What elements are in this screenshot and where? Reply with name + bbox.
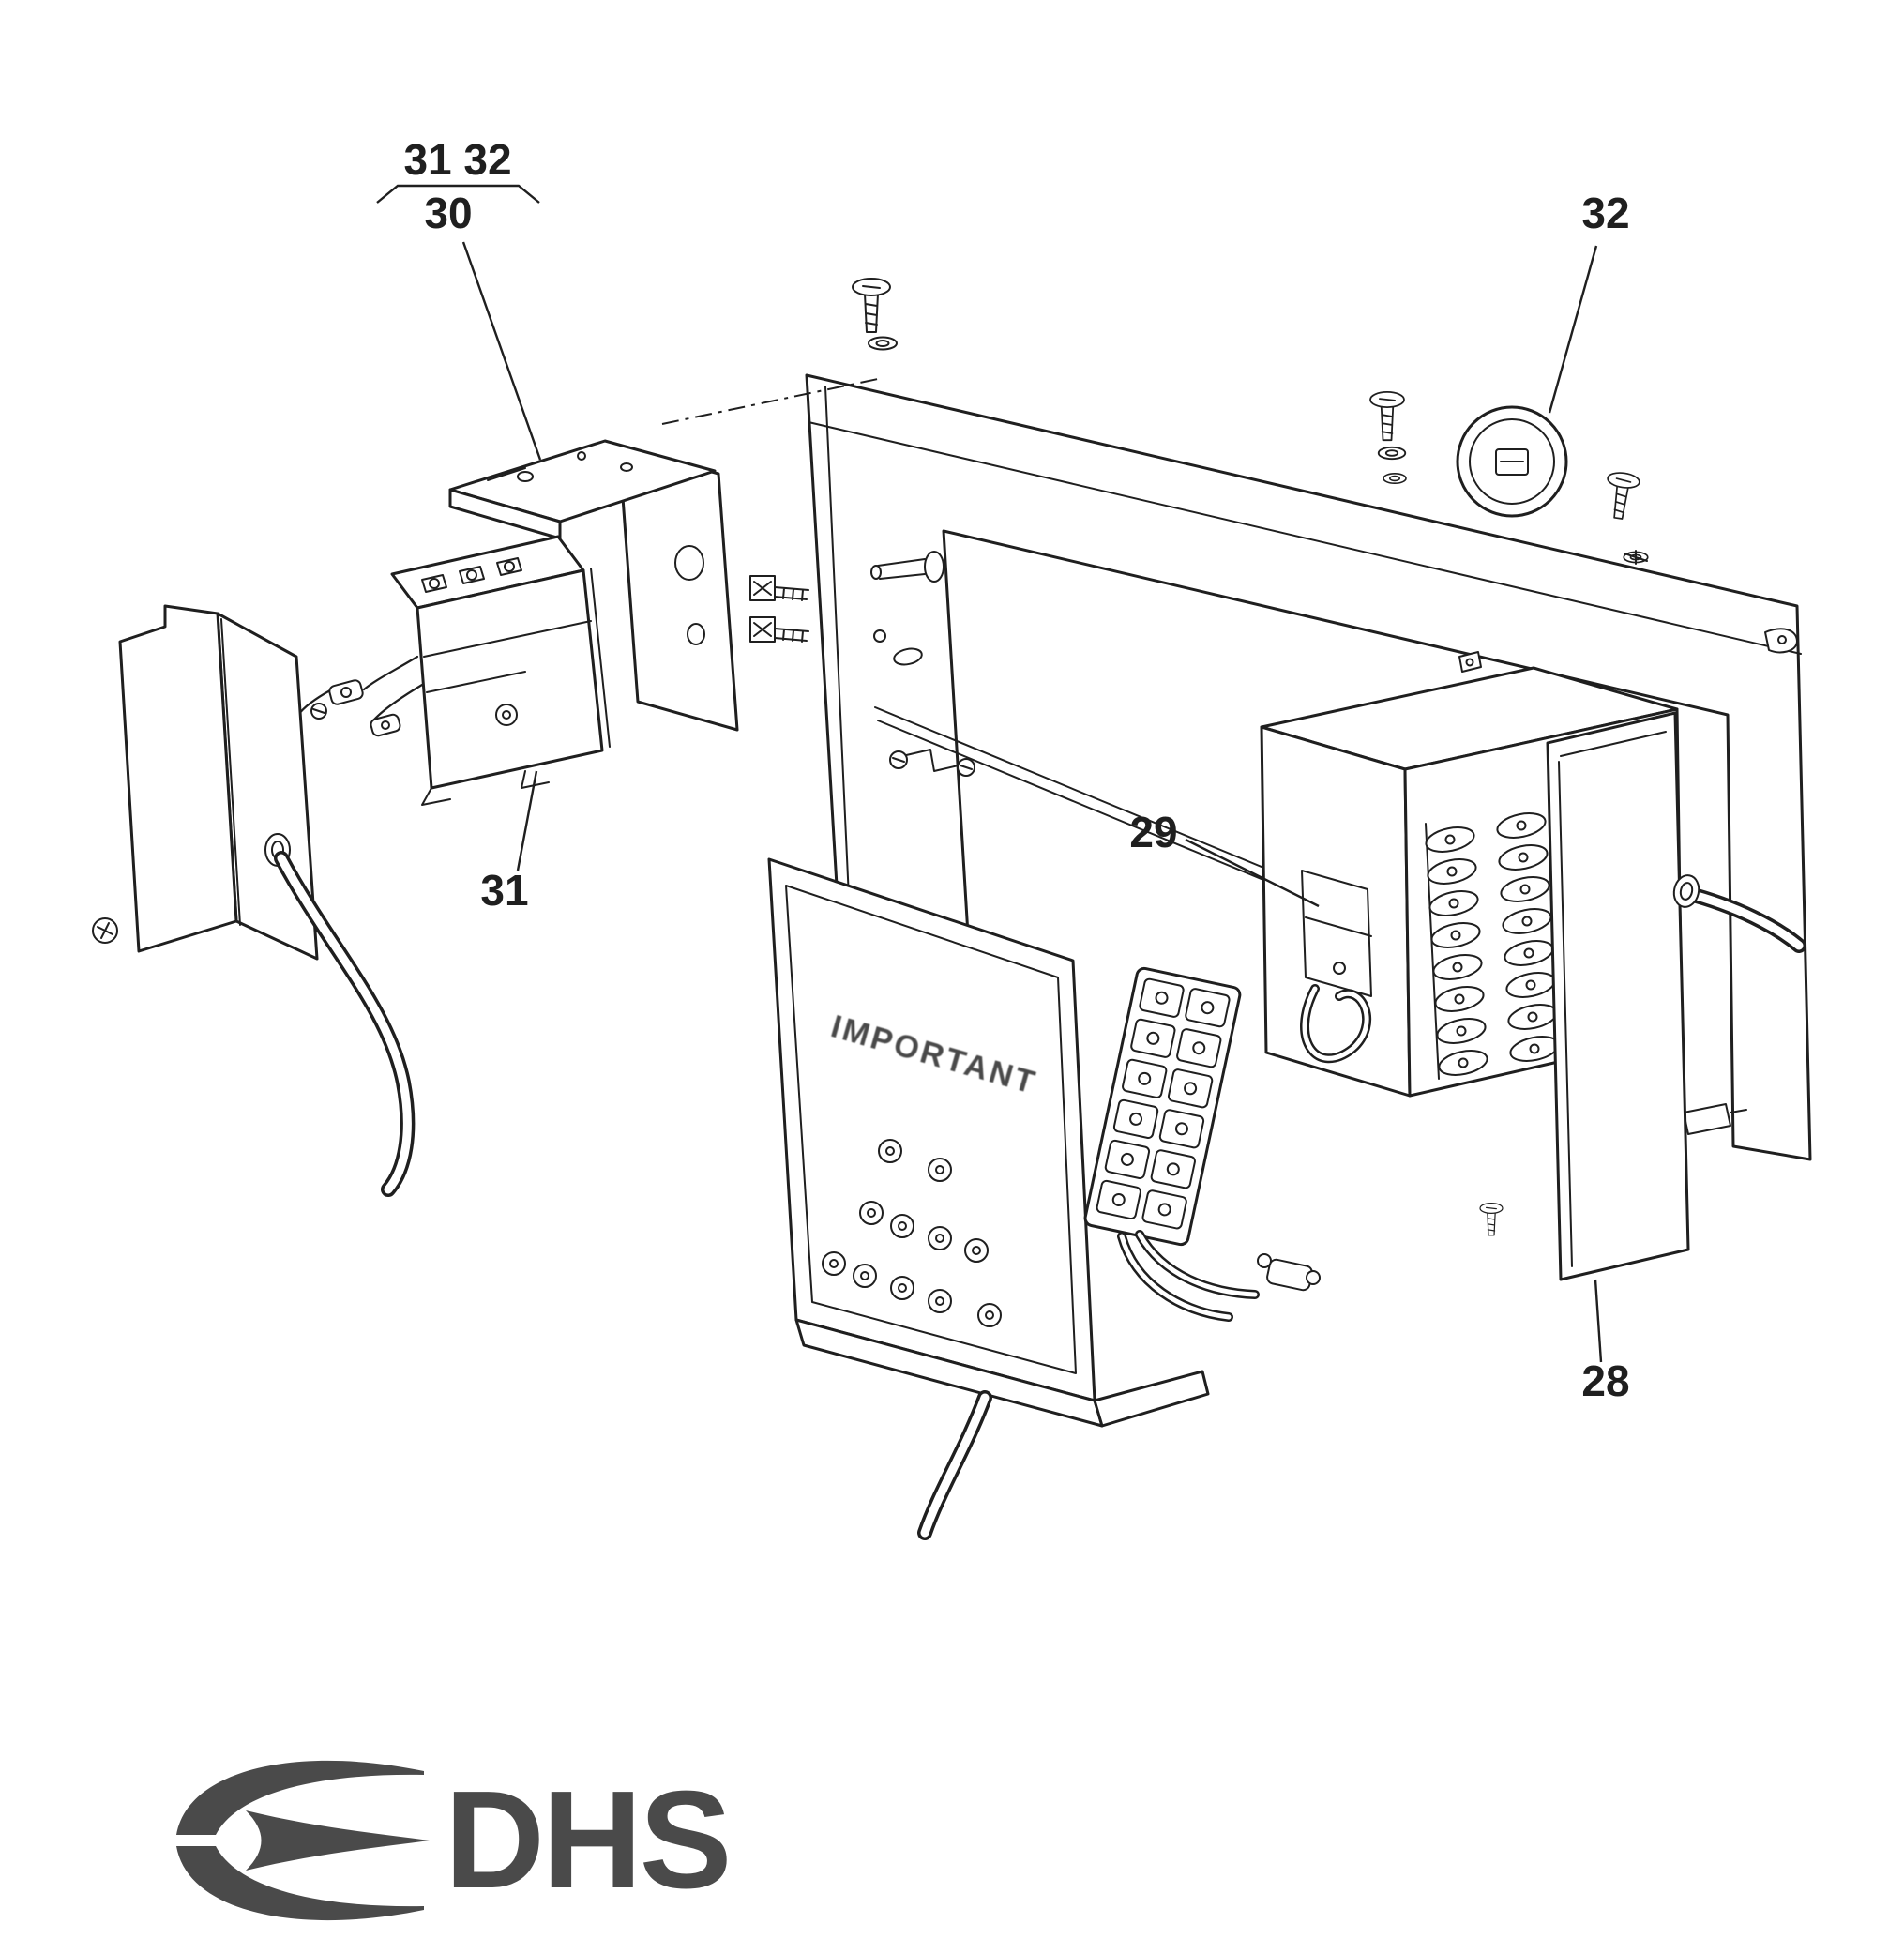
side-panel <box>92 604 319 961</box>
callout-29: 29 <box>1129 808 1177 856</box>
machine-screw <box>1601 470 1641 522</box>
lock-washer <box>1383 472 1407 485</box>
alignment-line <box>661 378 879 425</box>
panel-hole <box>873 629 886 643</box>
foot-cable <box>917 1390 992 1540</box>
machine-screw <box>852 278 891 333</box>
dhs-logo: DHS <box>176 1760 732 1921</box>
strip-wires <box>1117 1230 1260 1322</box>
wire-clips <box>310 679 401 737</box>
dhs-logo-mark <box>176 1846 424 1921</box>
terminal-cover-28 <box>1546 711 1690 1281</box>
hex-screw <box>749 616 809 643</box>
box-cable <box>1672 874 1806 953</box>
callout-32: 32 <box>1581 189 1629 237</box>
leader-29 <box>1185 838 1320 908</box>
rivet-pin <box>870 551 944 583</box>
panel-bottom-tab <box>1683 1103 1747 1135</box>
callout-31-32: 31 32 <box>403 135 511 184</box>
panel-slot-hole <box>893 647 923 666</box>
panel-hook-detail <box>1764 628 1798 654</box>
callout-bracket <box>376 184 540 204</box>
dhs-logo-text: DHS <box>445 1763 729 1917</box>
dhs-logo-mark <box>246 1810 430 1871</box>
power-cable <box>274 851 416 1197</box>
machine-screw <box>1369 390 1405 442</box>
leader-31 <box>516 770 538 871</box>
callout-31: 31 <box>480 866 528 915</box>
leader-32 <box>1548 245 1598 414</box>
screw-head <box>92 917 118 944</box>
thermostat-31 <box>296 535 611 806</box>
grommet-32 <box>1456 405 1568 518</box>
washer <box>868 336 898 351</box>
callouts: 31 32 30 32 29 31 28 <box>376 135 1630 1405</box>
box-nub <box>1458 651 1482 673</box>
washer <box>1377 446 1407 461</box>
leader-30 <box>461 241 542 461</box>
callout-28: 28 <box>1581 1356 1629 1405</box>
machine-screw <box>1479 1202 1504 1236</box>
clip-bracket <box>889 749 975 777</box>
leader-28 <box>1594 1279 1603 1363</box>
star-washer <box>1623 550 1649 565</box>
callout-30: 30 <box>424 189 472 237</box>
looped-wire <box>1300 984 1372 1064</box>
panel-base-foot <box>794 1318 1210 1428</box>
dhs-logo-mark <box>176 1760 424 1835</box>
thermostat-terminals <box>421 557 522 593</box>
hex-screw <box>749 575 809 601</box>
cable-clamp <box>1257 1253 1321 1292</box>
connector-strip <box>1083 966 1242 1247</box>
important-cover-panel: IMPORTANT <box>767 857 1210 1428</box>
relay-29 <box>1301 870 1372 997</box>
